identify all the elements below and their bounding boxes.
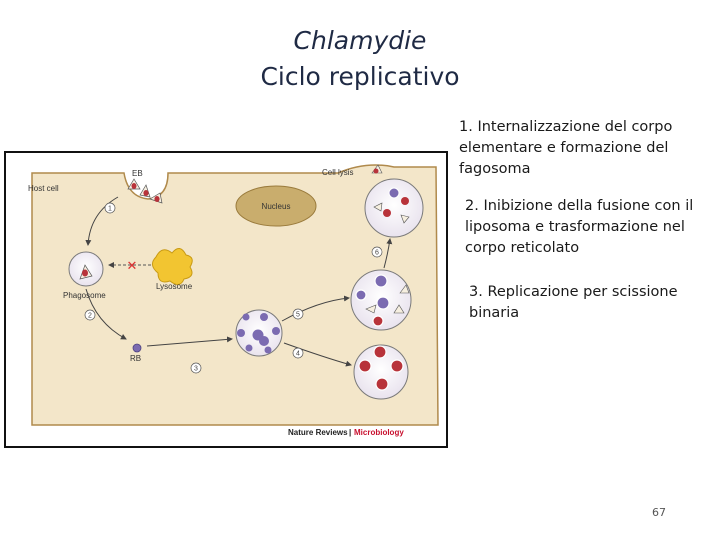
credit-separator: |: [349, 428, 351, 437]
page-number: 67: [652, 506, 666, 519]
step-note-3: 3. Replicazione per scissione binaria: [469, 284, 678, 321]
lysis-vacuole: [364, 178, 424, 238]
inclusion-rb: [353, 344, 409, 400]
credit-section: Microbiology: [354, 428, 404, 437]
rb-label: RB: [130, 354, 141, 363]
slide-title-organism: Chlamydie: [293, 26, 427, 55]
lysosome-label: Lysosome: [156, 282, 193, 291]
fusion-block-icon: ✕: [127, 258, 138, 273]
eb-particles: [127, 178, 163, 204]
step-number-1: 1: [108, 206, 112, 213]
step-note-2: 2. Inibizione della fusione con il lipos…: [465, 198, 694, 256]
step-number-3: 3: [194, 366, 198, 373]
slide-title-topic: Ciclo replicativo: [260, 62, 460, 91]
step-number-4: 4: [296, 351, 300, 358]
host-cell-membrane: [31, 164, 439, 426]
nucleus: [235, 185, 317, 227]
step-number-5: 5: [296, 312, 300, 319]
nucleus-label: Nucleus: [262, 202, 291, 211]
host-cell-label: Host cell: [28, 184, 59, 193]
eb-label: EB: [132, 169, 143, 178]
rb-body: [132, 343, 142, 353]
lysosome: [152, 248, 193, 285]
credit-journal: Nature Reviews: [288, 428, 348, 437]
step-number-2: 2: [88, 313, 92, 320]
cell-lysis-label: Cell lysis: [322, 168, 354, 177]
chlamydia-cycle-figure: Nucleus Host cell EB Cell lysis Phagosom…: [4, 151, 448, 448]
phagosome-label: Phagosome: [63, 291, 106, 300]
step-note-1: 1. Internalizzazione del corpo elementar…: [459, 119, 673, 177]
step-number-6: 6: [375, 250, 379, 257]
step-markers: 1 2 3 4 5 6: [84, 202, 383, 374]
